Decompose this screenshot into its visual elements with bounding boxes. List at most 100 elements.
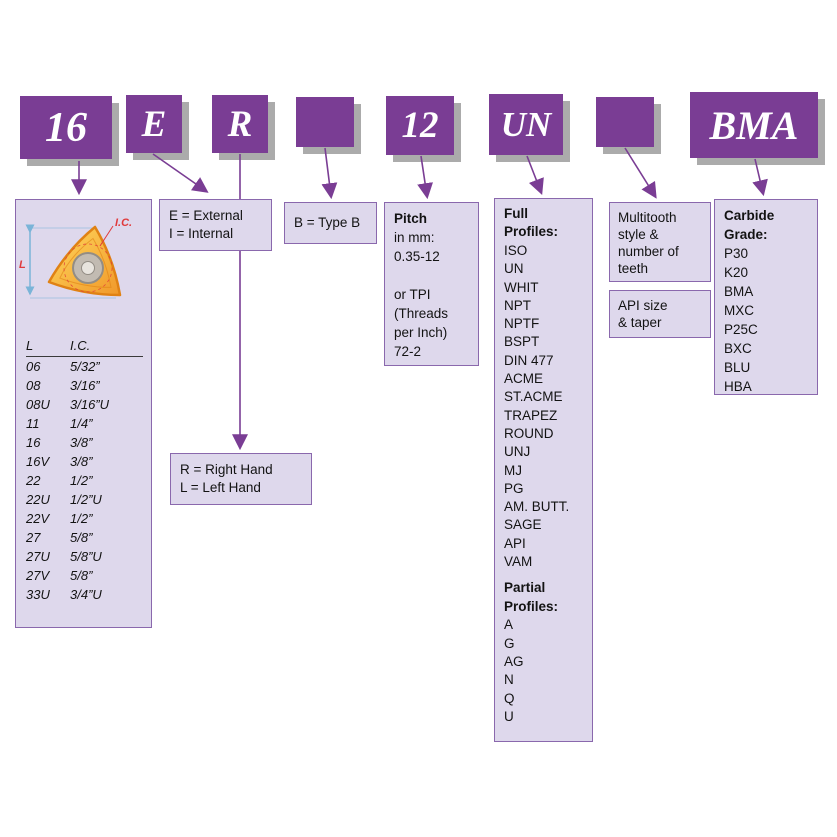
arrow-grade <box>752 158 768 197</box>
partial-profile-item: Q <box>504 690 515 706</box>
profile-item: API <box>504 535 526 551</box>
arrow-profile <box>526 155 544 195</box>
pitch-line: (Threads <box>394 306 449 321</box>
full-profiles-list: ISO UN WHIT NPT NPTF BSPT DIN 477 ACME S… <box>504 242 583 571</box>
size-table-header: L I.C. <box>26 336 143 357</box>
size-ic-value: 3/8” <box>70 454 93 469</box>
size-col-ic: I.C. <box>70 338 91 353</box>
size-l-value: 27 <box>26 530 41 545</box>
table-row: 16V 3/8” <box>26 452 143 471</box>
code-box-type <box>296 97 354 147</box>
grade-item: P25C <box>724 322 758 337</box>
grade-item: MXC <box>724 303 754 318</box>
size-ic-value: 1/4” <box>70 416 93 431</box>
profile-item: WHIT <box>504 279 539 295</box>
profile-item: TRAPEZ <box>504 407 558 423</box>
pitch-line: or TPI <box>394 287 431 302</box>
size-l-value: 27V <box>26 568 50 583</box>
table-row: 33U 3/4”U <box>26 585 143 604</box>
size-l-value: 16V <box>26 454 50 469</box>
size-l-value: 22 <box>26 473 41 488</box>
profile-item: DIN 477 <box>504 352 554 368</box>
arrow-type <box>321 147 338 200</box>
type-b-line: B = Type B <box>294 215 361 230</box>
hand-panel: R = Right Hand L = Left Hand <box>170 453 312 505</box>
size-ic-value: 1/2”U <box>70 492 102 507</box>
ic-leader-line <box>99 225 114 247</box>
pitch-title: Pitch <box>394 211 428 226</box>
pitch-line: in mm: <box>394 230 435 245</box>
ic-circle <box>63 243 113 293</box>
table-row: 22 1/2” <box>26 471 143 490</box>
code-box-hand: R <box>212 95 268 153</box>
size-l-value: 22U <box>26 492 50 507</box>
partial-profiles-title: Partial Profiles: <box>504 580 559 614</box>
grade-item: P30 <box>724 246 749 261</box>
multitooth-text: Multitooth style & number of teeth <box>618 210 679 276</box>
size-l-value: 06 <box>26 359 41 374</box>
grade-item: BLU <box>724 360 751 375</box>
api-size-line: API size <box>618 298 668 313</box>
code-box-external-internal: E <box>126 95 182 153</box>
pitch-line: 72-2 <box>394 344 422 359</box>
left-hand-line: L = Left Hand <box>180 480 261 495</box>
profile-item: SAGE <box>504 517 542 533</box>
profiles-panel: Full Profiles: ISO UN WHIT NPT NPTF BSPT… <box>494 198 593 742</box>
table-row: 27 5/8” <box>26 528 143 547</box>
size-ic-value: 5/8”U <box>70 549 102 564</box>
code-grade-label: BMA <box>709 102 799 148</box>
code-hand-label: R <box>227 103 253 145</box>
partial-profile-item: G <box>504 635 515 651</box>
table-row: 08 3/16” <box>26 376 143 395</box>
size-ic-value: 1/2” <box>70 511 93 526</box>
profile-item: NPTF <box>504 316 540 332</box>
arrow-pitch <box>417 155 434 200</box>
profile-item: BSPT <box>504 334 540 350</box>
partial-profile-item: N <box>504 672 514 688</box>
size-table-rows: 06 5/32” 08 3/16” 08U 3/16”U 11 <box>26 357 143 604</box>
external-internal-panel: E = External I = Internal <box>159 199 272 251</box>
partial-profile-item: U <box>504 708 514 724</box>
profile-item: ISO <box>504 243 528 258</box>
size-col-l: L <box>26 338 34 353</box>
center-hole-bore <box>81 261 95 275</box>
pitch-line <box>394 266 469 285</box>
code-box-multitooth <box>596 97 654 147</box>
profile-item: AM. BUTT. <box>504 499 570 515</box>
profile-item: NPT <box>504 297 531 313</box>
size-panel: I.C. L L I.C. 06 5/32” 08 3/16” <box>15 199 152 628</box>
grade-item: BMA <box>724 284 754 299</box>
code-profile-label: UN <box>500 104 552 144</box>
profile-item: PG <box>504 480 524 496</box>
profile-item: VAM <box>504 554 533 570</box>
carbide-grade-title: Carbide Grade: <box>724 208 775 242</box>
table-row: 22U 1/2”U <box>26 490 143 509</box>
partial-profile-item: AG <box>504 653 524 669</box>
profile-item: ACME <box>504 371 544 387</box>
pitch-line: per Inch) <box>394 325 448 340</box>
code-box-grade: BMA <box>690 92 818 158</box>
size-ic-value: 5/8” <box>70 530 93 545</box>
type-panel: B = Type B <box>284 202 377 244</box>
table-row: 06 5/32” <box>26 357 143 376</box>
code-size-label: 16 <box>45 104 87 151</box>
profile-item: MJ <box>504 462 522 478</box>
table-row: 22V 1/2” <box>26 509 143 528</box>
pitch-panel: Pitch in mm: 0.35-12 or TPI (Threads per… <box>384 202 479 366</box>
right-hand-line: R = Right Hand <box>180 462 273 477</box>
grade-item: BXC <box>724 341 752 356</box>
size-ic-value: 3/4”U <box>70 587 102 602</box>
size-ic-value: 3/16”U <box>70 397 110 412</box>
size-l-value: 08U <box>26 397 50 412</box>
size-l-value: 16 <box>26 435 41 450</box>
size-l-value: 33U <box>26 587 50 602</box>
external-line: E = External <box>169 208 243 223</box>
table-row: 11 1/4” <box>26 414 143 433</box>
pitch-lines: in mm: 0.35-12 or TPI (Threads per Inch)… <box>394 228 469 361</box>
api-panel: API size & taper <box>609 290 711 338</box>
profile-item: UNJ <box>504 444 531 460</box>
code-pitch-label: 12 <box>401 105 439 146</box>
size-l-value: 27U <box>26 549 50 564</box>
profile-item: UN <box>504 261 524 277</box>
